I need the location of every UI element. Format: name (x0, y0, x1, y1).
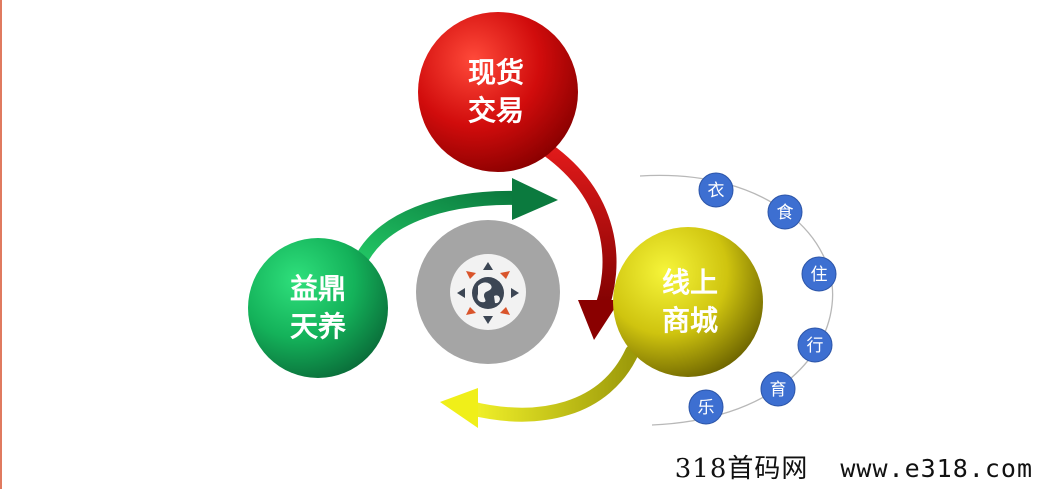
satellite-2: 食 (767, 194, 803, 230)
footer-watermark: 318首码网 www.e318.com (675, 448, 1033, 485)
node-top-line1: 现货 (468, 56, 524, 89)
node-right-line2: 商城 (662, 304, 718, 337)
node-right-line1: 线上 (662, 266, 718, 299)
red-arrow-shaft (541, 143, 617, 325)
arrows-out-icon (457, 262, 519, 324)
left-edge-rule (0, 0, 2, 489)
satellite-5: 育 (760, 371, 796, 407)
green-arrow-shaft (353, 190, 527, 269)
satellite-label: 育 (770, 380, 787, 400)
satellite-1: 衣 (698, 172, 734, 208)
diagonal-arrows-icon (466, 271, 510, 315)
node-top-line2: 交易 (468, 94, 524, 127)
site-name: 318首码网 (674, 454, 809, 484)
satellite-label: 住 (811, 265, 828, 285)
satellite-label: 行 (807, 336, 824, 356)
satellite-6: 乐 (688, 389, 724, 425)
site-url: www.e318.com (840, 454, 1033, 483)
node-left-line1: 益鼎 (290, 272, 346, 305)
node-left: 益鼎 天养 (248, 238, 388, 378)
satellite-label: 食 (777, 203, 794, 223)
orbit-arc (639, 174, 834, 426)
node-left-line2: 天养 (290, 310, 346, 343)
yellow-arrow-head (440, 388, 478, 428)
center-hub (416, 220, 560, 364)
yellow-arrow-shaft (463, 345, 639, 422)
node-right: 线上 商城 (613, 227, 763, 377)
satellite-label: 乐 (698, 398, 715, 418)
satellite-3: 住 (801, 256, 837, 292)
satellite-4: 行 (797, 327, 833, 363)
globe-icon (472, 277, 504, 309)
satellite-label: 衣 (708, 181, 725, 201)
red-arrow-head (578, 300, 620, 340)
node-top: 现货 交易 (418, 12, 578, 172)
green-arrow-head (512, 178, 558, 220)
